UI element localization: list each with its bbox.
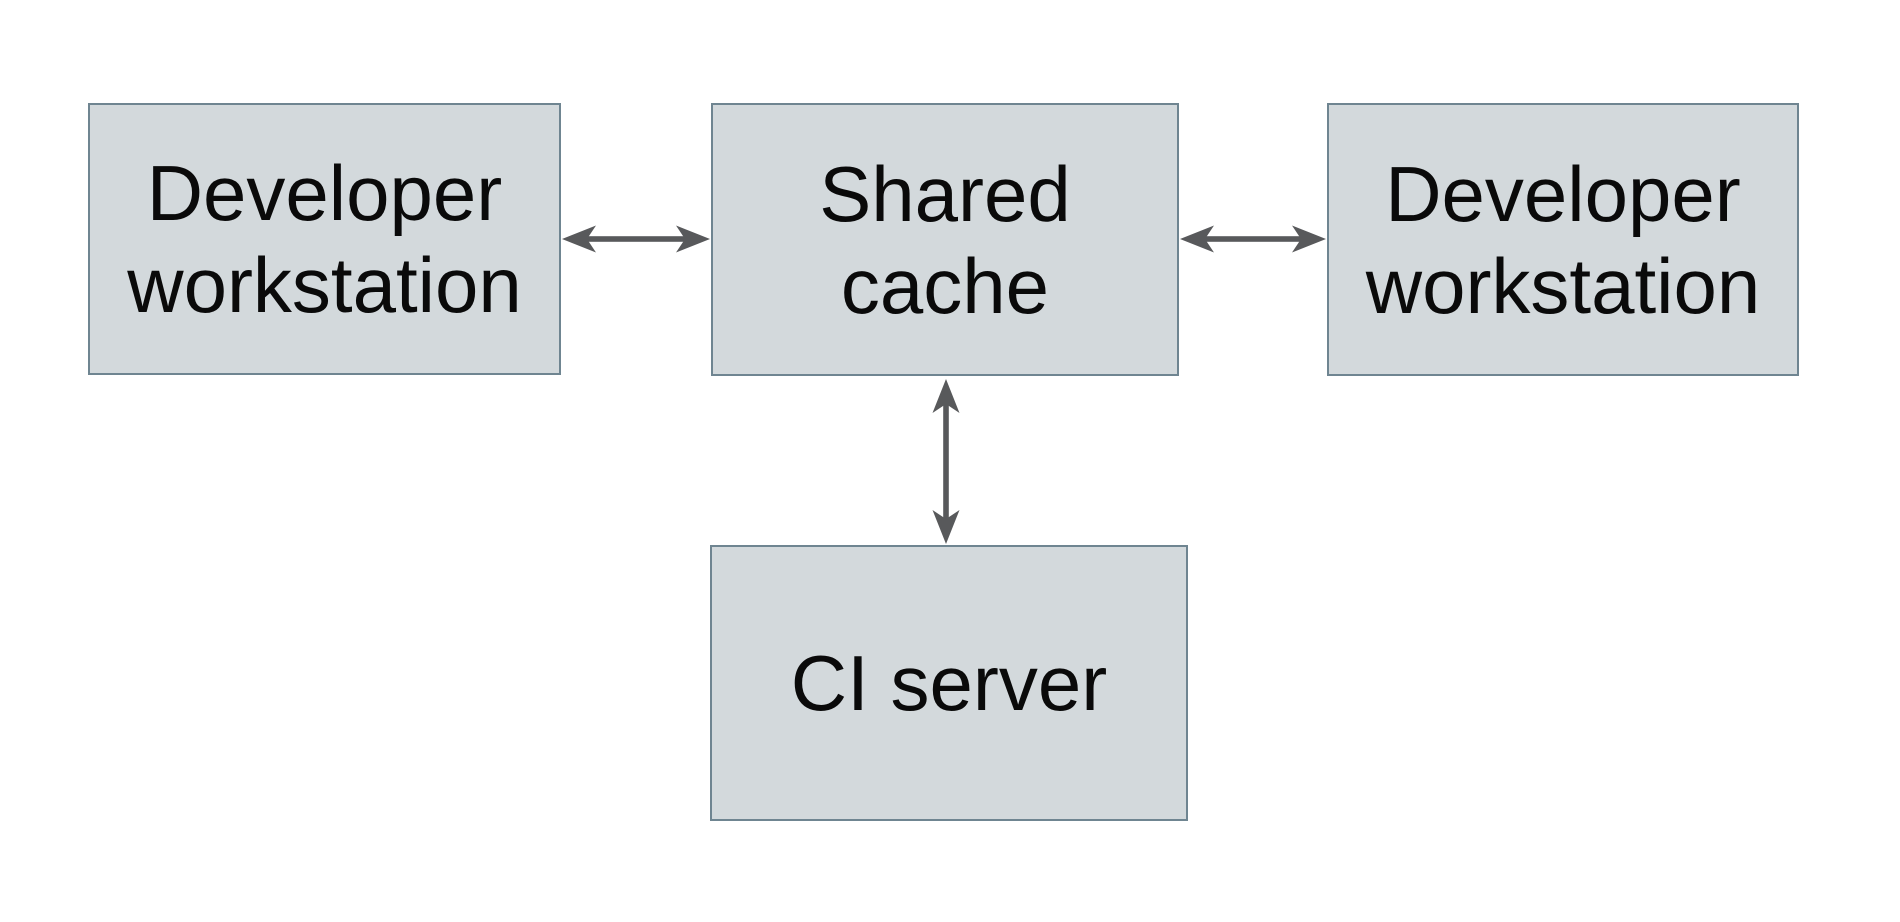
node-developer-workstation-right: Developer workstation: [1327, 103, 1799, 376]
bidirectional-arrow-left-workstation-shared-cache: [561, 224, 711, 254]
label-line: Shared: [819, 149, 1071, 238]
node-label-shared-cache: Shared cache: [819, 148, 1071, 332]
double-arrow-icon: [562, 225, 710, 253]
node-shared-cache: Shared cache: [711, 103, 1179, 376]
bidirectional-arrow-shared-cache-right-workstation: [1179, 224, 1327, 254]
label-line: CI server: [790, 639, 1108, 727]
node-label-developer-workstation-left: Developer workstation: [127, 147, 522, 331]
node-label-developer-workstation-right: Developer workstation: [1366, 148, 1761, 332]
double-arrow-icon: [932, 379, 960, 544]
node-developer-workstation-left: Developer workstation: [88, 103, 561, 375]
node-label-ci-server: CI server: [791, 637, 1107, 729]
label-line: workstation: [127, 241, 522, 329]
node-ci-server: CI server: [710, 545, 1188, 821]
label-line: cache: [840, 241, 1050, 330]
label-line: Developer: [146, 149, 503, 237]
label-line: Developer: [1385, 149, 1741, 238]
label-line: workstation: [1365, 241, 1761, 330]
bidirectional-arrow-shared-cache-ci-server: [931, 378, 961, 545]
double-arrow-icon: [1180, 225, 1326, 253]
